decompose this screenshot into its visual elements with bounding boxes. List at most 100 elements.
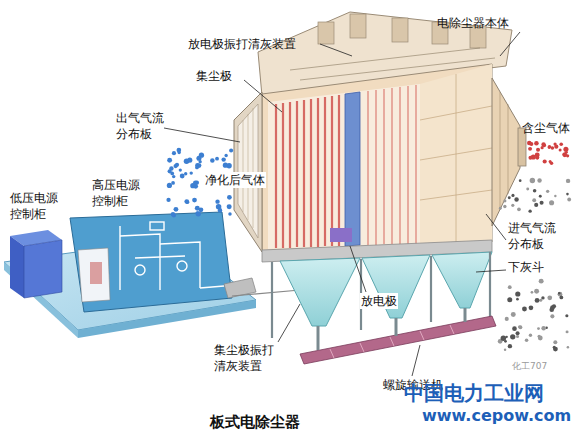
gas-particle xyxy=(223,163,228,168)
roof-structure xyxy=(318,22,334,44)
collecting-plates xyxy=(391,88,393,244)
gas-particle xyxy=(196,211,201,216)
collecting-plates xyxy=(303,100,305,247)
gas-particle xyxy=(547,295,552,300)
gas-particle xyxy=(559,148,562,151)
gas-particle xyxy=(531,154,536,159)
high-voltage-cabinet xyxy=(70,212,232,312)
gas-particle xyxy=(171,212,176,217)
leader-line xyxy=(164,128,240,142)
cabinet-label: 高压电源控制柜 xyxy=(92,177,146,209)
gas-particle xyxy=(186,200,190,204)
gas-particle xyxy=(193,180,198,185)
gas-particle xyxy=(227,204,232,209)
gas-particle xyxy=(171,181,175,185)
device-label: 放电极振打清灰装置 xyxy=(188,36,296,52)
gas-particle xyxy=(562,153,567,158)
leader-line xyxy=(350,246,366,292)
gas-particle xyxy=(516,335,519,338)
collecting-plates xyxy=(399,87,401,244)
gas-label: 净化后气体 xyxy=(204,172,266,188)
gas-particle xyxy=(195,166,199,170)
leader-line xyxy=(476,270,506,272)
outlet-funnel xyxy=(243,108,253,228)
gas-particle xyxy=(184,172,187,175)
part-label: 集尘极 xyxy=(196,68,232,84)
gas-particle xyxy=(525,339,529,343)
high-voltage-cabinet xyxy=(135,265,145,275)
collecting-plates xyxy=(324,97,326,246)
gas-particle xyxy=(511,312,516,317)
gas-particle xyxy=(563,147,568,152)
leader-line xyxy=(486,214,506,240)
high-voltage-cabinet xyxy=(90,262,102,284)
discharge-electrode-frame xyxy=(330,92,360,246)
outlet-funnel xyxy=(238,104,258,238)
collecting-plates xyxy=(375,90,377,245)
high-voltage-cabinet xyxy=(120,234,160,290)
high-voltage-cabinet xyxy=(150,222,164,230)
gas-particle xyxy=(228,212,231,215)
gas-particle xyxy=(532,198,536,202)
collecting-plates xyxy=(296,101,298,247)
low-voltage-cabinet xyxy=(10,230,62,298)
gas-particle xyxy=(224,154,227,157)
gas-particle xyxy=(215,199,219,203)
gas-particle xyxy=(514,197,518,201)
gas-particle xyxy=(554,195,556,197)
ash-hopper xyxy=(432,252,492,308)
ash-hopper xyxy=(280,258,360,326)
gas-particle xyxy=(503,200,506,203)
collecting-plates xyxy=(407,86,409,244)
outlet-funnel xyxy=(248,114,249,220)
leader-line xyxy=(244,80,282,112)
screw-conveyor xyxy=(390,337,394,346)
gas-particle xyxy=(558,292,560,294)
roof-structure xyxy=(290,48,480,70)
gas-particle xyxy=(503,205,506,208)
gas-particle xyxy=(531,291,534,294)
gas-particle xyxy=(562,153,566,157)
gas-particle xyxy=(187,158,192,163)
gas-particle xyxy=(553,347,558,352)
leader-line xyxy=(164,32,520,376)
gas-particle xyxy=(565,314,568,317)
gas-particle xyxy=(499,207,502,210)
gas-particle xyxy=(550,161,553,164)
gas-particle xyxy=(175,163,179,167)
gas-particle xyxy=(528,209,531,212)
gas-particle xyxy=(549,200,554,205)
screw-conveyor xyxy=(360,343,364,352)
gas-particle xyxy=(539,195,542,198)
gas-particle xyxy=(504,349,506,351)
part-label: 出气气流分布板 xyxy=(116,110,168,142)
gas-particle xyxy=(512,326,517,331)
gas-particle xyxy=(229,148,233,152)
gas-particle xyxy=(541,296,544,299)
cable-duct xyxy=(224,278,300,298)
gas-particle xyxy=(508,344,512,348)
watermark: www.cepow.com xyxy=(422,405,571,427)
gas-particle xyxy=(541,142,545,146)
gas-particle xyxy=(553,346,556,349)
gas-particle xyxy=(170,172,174,176)
gas-particle xyxy=(534,289,539,294)
collecting-plates xyxy=(289,102,291,248)
gas-particle xyxy=(196,156,201,161)
low-voltage-cabinet xyxy=(24,240,62,298)
screw-conveyor xyxy=(330,349,334,358)
gas-particle xyxy=(184,199,189,204)
high-voltage-cabinet xyxy=(200,286,224,288)
precipitator-housing xyxy=(420,74,492,243)
gas-particle xyxy=(169,166,173,170)
gas-particle xyxy=(541,146,544,149)
gas-particle xyxy=(516,331,520,335)
gas-particle xyxy=(501,335,506,340)
roof-structure xyxy=(350,14,366,38)
gas-particle xyxy=(517,207,521,211)
gas-particle xyxy=(567,198,571,202)
collecting-plates xyxy=(338,95,340,246)
precipitator-housing xyxy=(420,64,492,245)
gas-particles xyxy=(166,141,571,352)
